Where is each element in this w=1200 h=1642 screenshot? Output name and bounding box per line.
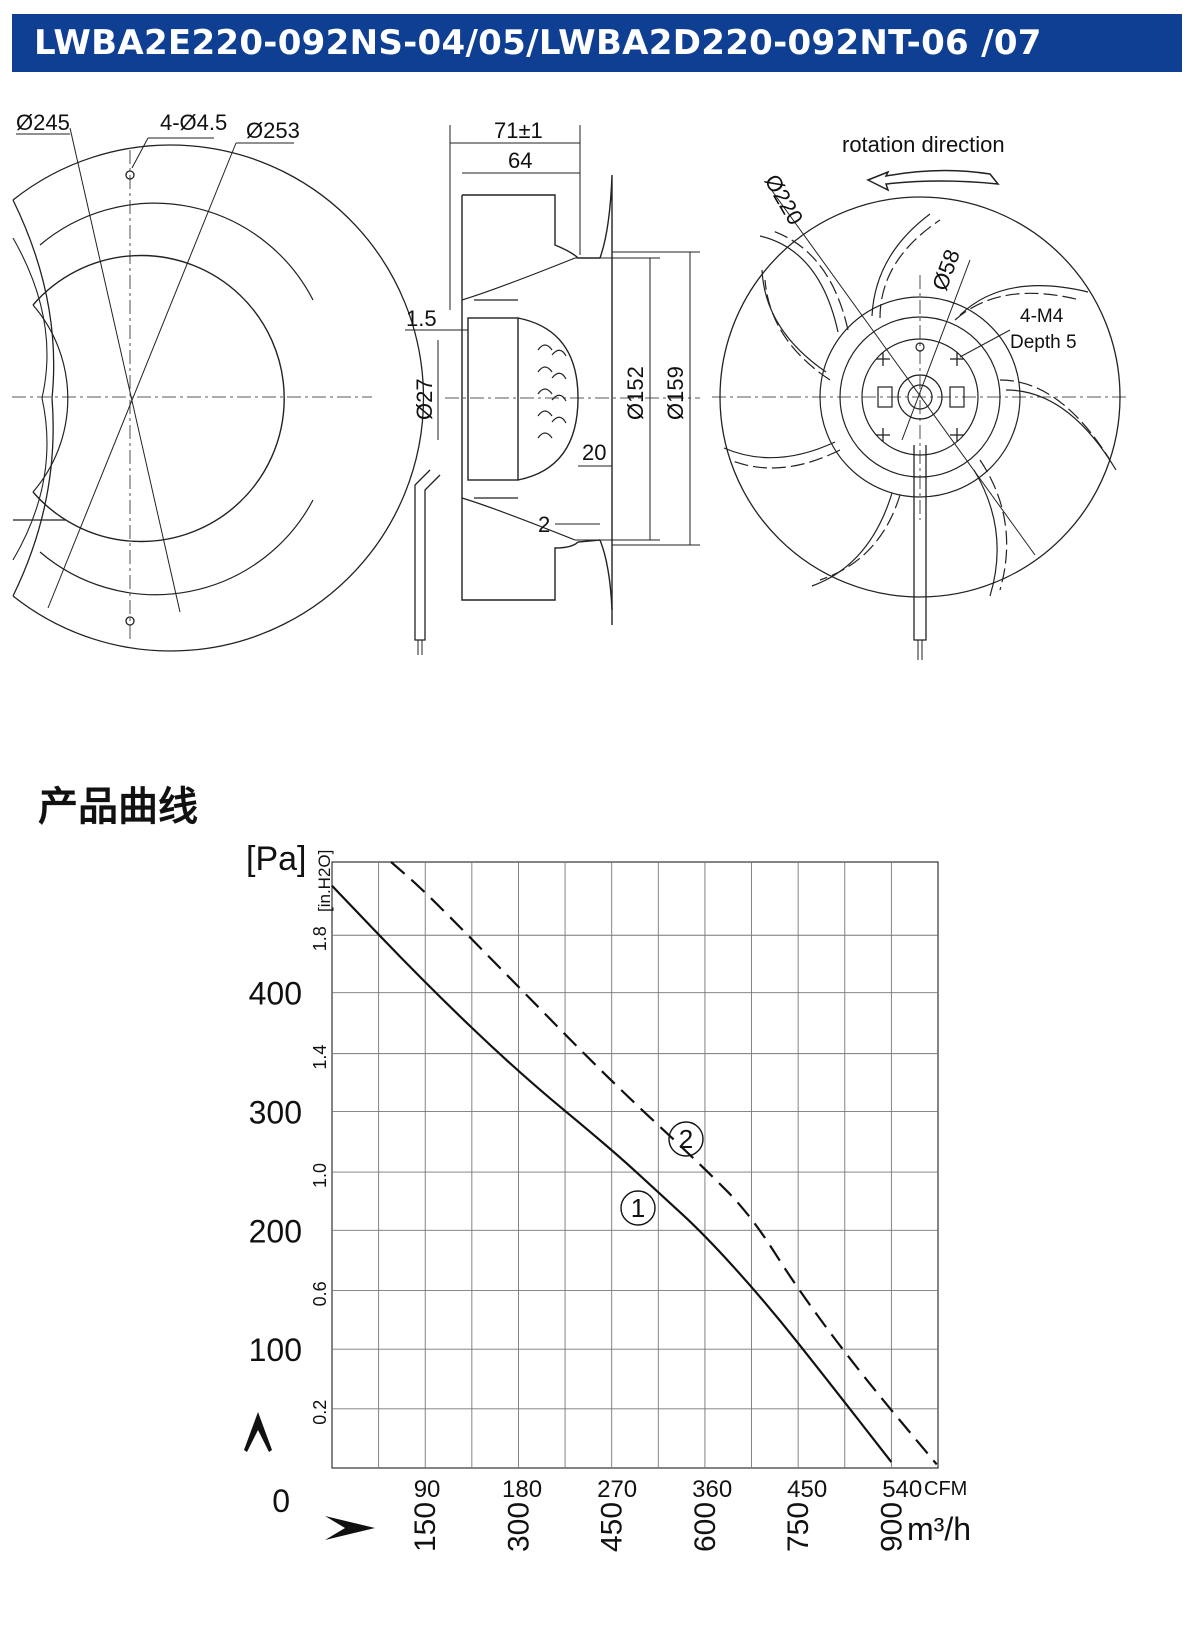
dim-holes: 4-Ø4.5 <box>160 110 227 135</box>
series-label: 2 <box>679 1124 693 1154</box>
y-tick-label-pa: 200 <box>249 1213 302 1249</box>
page-title: LWBA2E220-092NS-04/05/LWBA2D220-092NT-06… <box>12 14 1182 72</box>
y-axis-pa: 0 100 200 300 400 <box>249 976 302 1519</box>
dim-thread: 4-M4 <box>1020 306 1064 327</box>
x-tick-label-cfm: 270 <box>597 1476 637 1503</box>
y-unit-pa: [Pa] <box>246 840 306 878</box>
dim-length-body: 64 <box>508 148 532 173</box>
dim-d220: Ø220 <box>760 170 809 229</box>
x-tick-label-m3h: 900 <box>875 1502 908 1552</box>
section-heading: 产品曲线 <box>38 784 198 830</box>
y-tick-label-pa: 300 <box>249 1095 302 1131</box>
y-tick-label-pa: 0 <box>272 1483 290 1519</box>
side-view: 71±1 64 1.5 Ø27 Ø152 Ø159 2 <box>405 118 700 655</box>
y-tick-label-inh2o: 1.4 <box>310 1045 330 1070</box>
x-unit-m3h: m³/h <box>907 1511 971 1547</box>
dim-d58: Ø58 <box>927 246 965 294</box>
series-line-1 <box>331 885 893 1463</box>
x-tick-label-cfm: 360 <box>692 1476 732 1503</box>
x-tick-label-m3h: 750 <box>782 1502 815 1552</box>
y-axis-inh2o: 0.2 0.6 1.0 1.4 1.8 <box>310 926 330 1425</box>
y-tick-label-inh2o: 0.6 <box>310 1281 330 1306</box>
y-tick-label-pa: 100 <box>249 1332 302 1368</box>
x-tick-label-m3h: 300 <box>502 1502 535 1552</box>
y-tick-label-pa: 400 <box>249 976 302 1012</box>
chart-grid <box>331 861 939 1469</box>
x-tick-label-m3h: 450 <box>596 1502 629 1552</box>
x-axis-arrow-icon <box>325 1516 375 1540</box>
x-tick-label-cfm: 90 <box>414 1476 441 1503</box>
x-unit-cfm: CFM <box>924 1478 967 1500</box>
y-tick-label-inh2o: 1.0 <box>310 1163 330 1188</box>
back-view: rotation direction Ø220 Ø58 4-M4 Depth 5 <box>712 132 1130 660</box>
series-line-2 <box>390 861 938 1466</box>
series-label-circle <box>668 1121 704 1157</box>
x-tick-label-m3h: 600 <box>689 1502 722 1552</box>
dim-gap2: 2 <box>538 512 550 537</box>
rotation-direction-label: rotation direction <box>842 132 1005 157</box>
dim-length-total: 71±1 <box>494 118 543 143</box>
series-label: 1 <box>631 1193 645 1223</box>
dim-offset: 1.5 <box>406 306 437 331</box>
x-tick-label-cfm: 450 <box>787 1476 827 1503</box>
dim-depth: Depth 5 <box>1010 332 1077 353</box>
dim-gap20: 20 <box>582 440 606 465</box>
dim-d245: Ø245 <box>16 110 70 135</box>
x-axis-cfm: 90 180 270 360 450 540 <box>414 1476 923 1503</box>
x-axis-m3h: 150 300 450 600 750 900 <box>409 1502 908 1552</box>
x-tick-label-m3h: 150 <box>409 1502 442 1552</box>
plot-frame <box>331 861 939 1469</box>
y-tick-label-inh2o: 1.8 <box>310 926 330 951</box>
series-label-circle <box>620 1190 656 1226</box>
dim-d253: Ø253 <box>246 118 300 143</box>
y-axis-arrow-icon <box>244 1412 272 1452</box>
dim-d159: Ø159 <box>663 366 688 420</box>
y-tick-label-inh2o: 0.2 <box>310 1400 330 1425</box>
y-unit-inh2o: [in.H2O] <box>315 850 334 912</box>
front-view: Ø245 4-Ø4.5 Ø253 <box>12 110 425 652</box>
x-tick-label-cfm: 180 <box>502 1476 542 1503</box>
chart-series: 12 <box>331 861 938 1466</box>
dimension-drawing: Ø245 4-Ø4.5 Ø253 71±1 64 1.5 Ø27 <box>12 110 1130 660</box>
dim-d152: Ø152 <box>623 366 648 420</box>
dim-d27: Ø27 <box>412 378 437 420</box>
x-tick-label-cfm: 540 <box>882 1476 922 1503</box>
